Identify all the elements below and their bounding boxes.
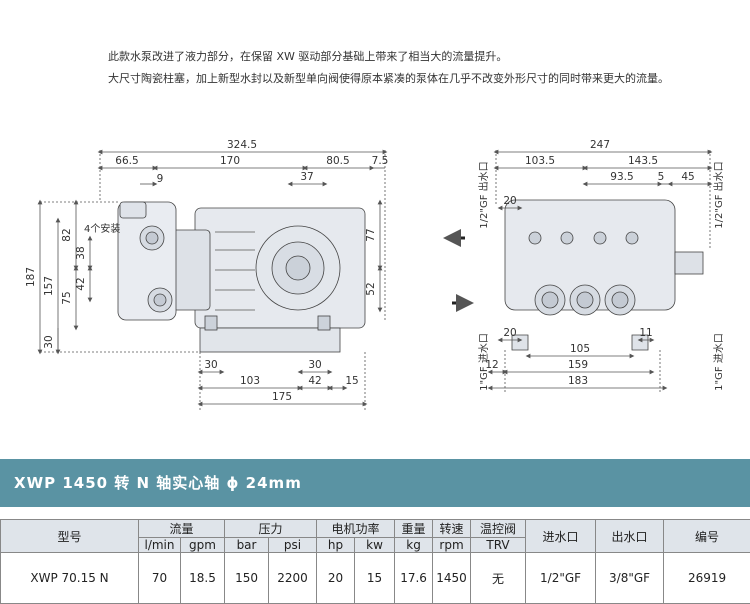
dim-label: 175 [272,391,292,403]
cell-inlet: 1/2"GF [525,552,597,604]
unit-cell: l/min [138,537,181,553]
dim-label: 75 [61,291,73,304]
dim-label: 105 [570,343,590,355]
front-shaft [674,251,704,275]
dim-label: 7.5 [372,155,389,167]
dim-label: 11 [639,327,652,339]
intro-line-2: 大尺寸陶瓷柱塞，加上新型水封以及新型单向阀使得原本紧凑的泵体在几乎不改变外形尺寸… [108,72,669,85]
dim-label: 66.5 [115,155,138,167]
front-view-labels: 247 103.5 143.5 93.5 5 45 20 20 11 105 1… [477,139,725,391]
dim-label: 30 [204,359,217,371]
unit-cell: bar [224,537,270,553]
dim-label: 30 [43,335,55,348]
side-base [199,327,341,353]
dim-label: 157 [43,276,55,296]
dim-label: 183 [568,375,588,387]
dim-label: 30 [308,359,321,371]
dim-label: 82 [61,228,73,241]
intro-line-1: 此款水泵改进了液力部分，在保留 XW 驱动部分基础上带来了相当大的流量提升。 [108,50,508,63]
cell-code: 26919 [663,552,750,604]
dim-label: 9 [157,173,164,185]
model-title: XWP 1450 转 N 轴实心轴 ϕ 24mm [14,474,302,492]
dim-label: 38 [75,246,87,259]
dim-label: 103 [240,375,260,387]
dim-label: 12 [485,359,498,371]
col-model: 型号 [0,519,139,553]
dim-label: 324.5 [227,139,257,151]
table-row: XWP 70.15 N 70 18.5 150 2200 20 15 17.6 … [0,552,750,604]
dim-label: 15 [345,375,358,387]
unit-cell: kg [394,537,434,553]
col-pressure: 压力 [224,519,318,538]
outlet-label-right: 1/2"GF 出水口 [712,161,725,228]
col-inlet: 进水口 [525,519,597,553]
inlet-label-right: 1"GF 进水口 [713,333,725,391]
unit-cell: gpm [179,537,226,553]
cell-speed: 1450 [432,552,472,604]
col-speed: 转速 [432,519,472,538]
model-banner: XWP 1450 转 N 轴实心轴 ϕ 24mm [0,459,750,507]
dim-label: 42 [308,375,321,387]
dim-label: 37 [300,171,313,183]
cell-model: XWP 70.15 N [0,552,139,604]
cell-flow-gpm: 18.5 [179,552,226,604]
col-code: 编号 [663,519,750,553]
dim-label: 5 [658,171,665,183]
cell-weight: 17.6 [394,552,434,604]
dim-label: 159 [568,359,588,371]
cell-pressure-bar: 150 [224,552,270,604]
dim-label: 103.5 [525,155,555,167]
dim-label: 187 [25,267,37,287]
side-view [37,149,388,410]
cell-flow-lmin: 70 [138,552,181,604]
cell-power-hp: 20 [316,552,356,604]
intro-text: 此款水泵改进了液力部分，在保留 XW 驱动部分基础上带来了相当大的流量提升。 大… [108,46,669,90]
cell-outlet: 3/8"GF [595,552,665,604]
col-motor-power: 电机功率 [316,519,396,538]
dim-label: 247 [590,139,610,151]
col-weight: 重量 [394,519,434,538]
header-row: 型号 流量 压力 电机功率 重量 转速 温控阀 进水口 出水口 编号 [0,519,750,553]
dim-label: 20 [503,327,516,339]
dim-label: 42 [75,277,87,290]
pump-dimension-drawing: 324.5 66.5 170 80.5 7.5 9 37 187 157 82 … [25,139,725,410]
unit-cell: psi [268,537,318,553]
dim-label: 93.5 [610,171,633,183]
unit-cell: TRV [470,537,527,553]
col-flow: 流量 [137,519,226,538]
dim-label: 143.5 [628,155,658,167]
front-view [443,149,713,392]
dim-label: 20 [503,195,516,207]
dim-label: 77 [365,228,377,241]
technical-drawing: 324.5 66.5 170 80.5 7.5 9 37 187 157 82 … [0,120,750,420]
spec-table: 型号 流量 压力 电机功率 重量 转速 温控阀 进水口 出水口 编号 l/min… [0,519,750,604]
dim-label: 170 [220,155,240,167]
cell-thermo-valve: 无 [470,552,527,604]
mount-hole-label: 4个安装 [84,222,120,235]
unit-cell: kw [354,537,396,553]
unit-cell: hp [316,537,356,553]
unit-cell: rpm [432,537,472,553]
cell-pressure-psi: 2200 [268,552,318,604]
dim-label: 80.5 [326,155,349,167]
outlet-label-left: 1/2"GF 出水口 [477,161,490,228]
inlet-label-left: 1"GF 进水口 [478,333,490,391]
col-outlet: 出水口 [595,519,665,553]
dim-label: 45 [681,171,694,183]
cell-power-kw: 15 [354,552,396,604]
side-view-labels: 324.5 66.5 170 80.5 7.5 9 37 187 157 82 … [25,139,388,403]
dim-label: 52 [365,282,377,295]
col-thermo-valve: 温控阀 [470,519,527,538]
